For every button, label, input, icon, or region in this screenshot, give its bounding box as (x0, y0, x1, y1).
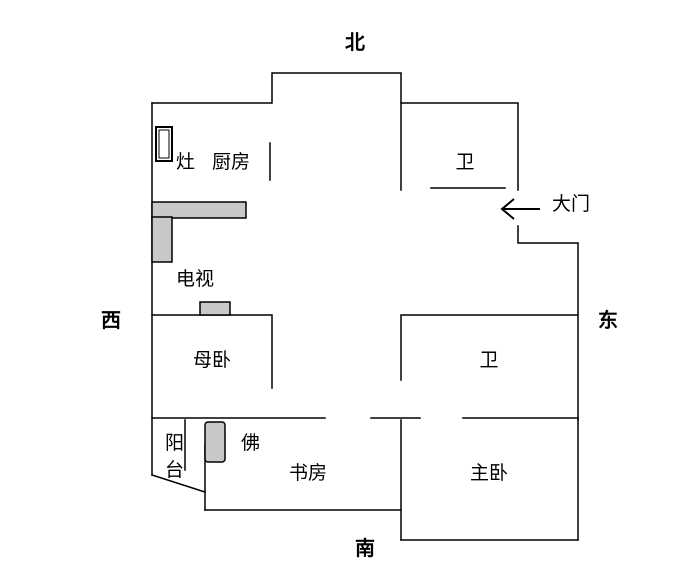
entrance-arrow-icon (500, 198, 540, 220)
label-entrance: 大门 (552, 193, 590, 215)
label-bathroom-north: 卫 (455, 151, 474, 173)
wall-balcony-diagonal (151, 474, 206, 493)
label-stove: 灶 (176, 151, 195, 173)
wall-bath-east (400, 314, 579, 381)
compass-west: 西 (101, 308, 121, 332)
buddha-altar (204, 421, 226, 463)
wall-top (151, 72, 519, 191)
furniture (151, 126, 247, 463)
label-buddha: 佛 (241, 432, 260, 454)
compass-south: 南 (355, 536, 375, 560)
walls (151, 72, 579, 541)
label-master-bedroom: 主卧 (470, 462, 508, 484)
label-balcony-2: 台 (165, 459, 184, 481)
label-study: 书房 (289, 462, 327, 484)
kitchen-counter-horizontal (151, 201, 247, 219)
label-tv: 电视 (176, 268, 214, 290)
label-balcony-1: 阳 (165, 432, 184, 454)
tv-cabinet (199, 301, 231, 316)
compass-north: 北 (345, 30, 365, 54)
label-kitchen: 厨房 (212, 151, 250, 173)
label-mother-bedroom: 母卧 (193, 349, 231, 371)
stove-inner (158, 129, 170, 159)
wall-entrance (517, 225, 579, 421)
compass-east: 东 (598, 308, 618, 332)
label-bathroom-east: 卫 (479, 349, 498, 371)
wall-mother-bedroom (151, 314, 273, 389)
kitchen-counter-vertical (151, 216, 173, 263)
